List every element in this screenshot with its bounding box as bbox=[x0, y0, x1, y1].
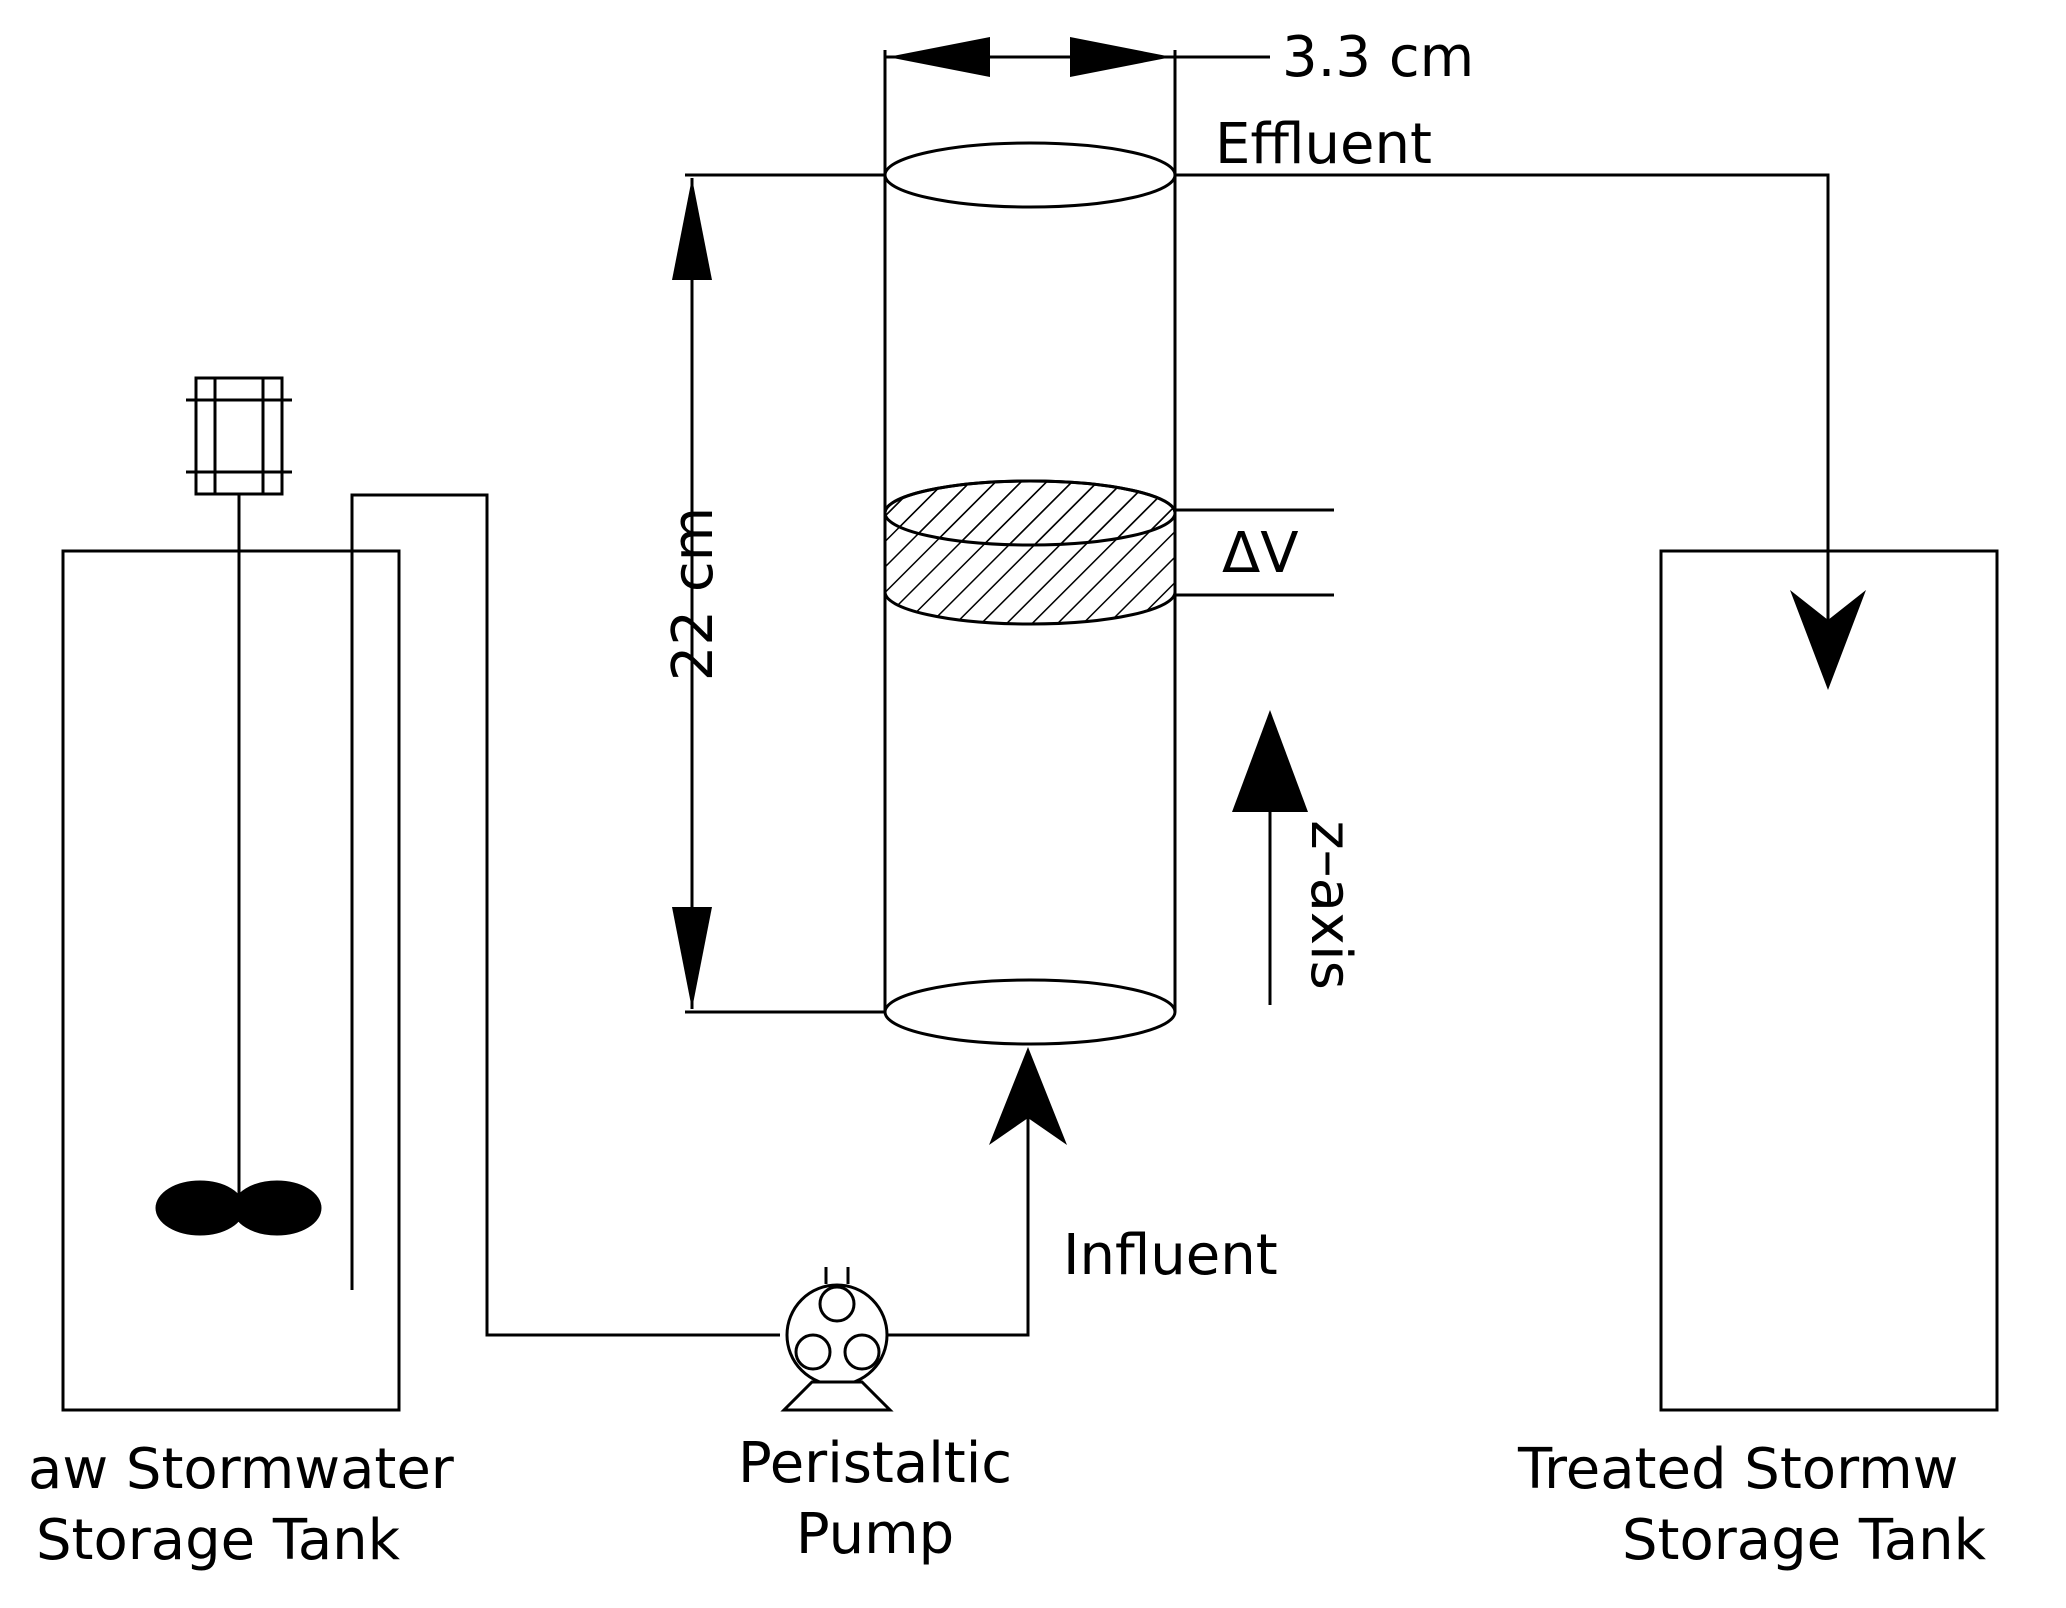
height-label: 22 cm bbox=[661, 507, 726, 681]
intake-pipe bbox=[350, 493, 780, 1337]
height-arrow-up-icon bbox=[672, 178, 712, 280]
peristaltic-pump-icon bbox=[780, 1267, 894, 1412]
pump-label-line2: Pump bbox=[796, 1502, 954, 1567]
delta-v-label: ΔV bbox=[1222, 521, 1299, 586]
influent-arrow-icon bbox=[989, 1047, 1067, 1145]
z-axis-label: z–axis bbox=[1298, 820, 1363, 990]
influent-label: Influent bbox=[1063, 1223, 1278, 1288]
treated-stormwater-tank bbox=[1659, 549, 1999, 1412]
impeller-icon bbox=[155, 1180, 322, 1236]
diameter-label: 3.3 cm bbox=[1282, 25, 1474, 90]
influent-pipe bbox=[887, 1090, 1030, 1337]
height-dimension bbox=[685, 173, 885, 1014]
diameter-dimension bbox=[885, 37, 1270, 77]
raw-tank-label-line1: aw Stormwater bbox=[28, 1437, 455, 1502]
raw-tank-label-line2: Storage Tank bbox=[36, 1508, 401, 1573]
mixer-motor-icon bbox=[186, 376, 292, 496]
effluent-pipe bbox=[1175, 173, 1830, 640]
treated-tank-label-line1: Treated Stormw bbox=[1517, 1437, 1958, 1502]
height-arrow-down-icon bbox=[672, 907, 712, 1009]
effluent-arrow-icon bbox=[1790, 590, 1866, 690]
effluent-label: Effluent bbox=[1215, 112, 1432, 177]
raw-stormwater-tank bbox=[61, 376, 780, 1412]
column-top-ellipse bbox=[883, 141, 1177, 209]
treated-tank-label-line2: Storage Tank bbox=[1622, 1508, 1987, 1573]
delta-v-slice bbox=[883, 479, 1334, 626]
raw-tank-body bbox=[61, 549, 401, 1412]
pump-label-line1: Peristaltic bbox=[738, 1431, 1012, 1496]
column-bottom-ellipse bbox=[883, 978, 1177, 1046]
z-axis-arrow-icon bbox=[1232, 710, 1308, 812]
